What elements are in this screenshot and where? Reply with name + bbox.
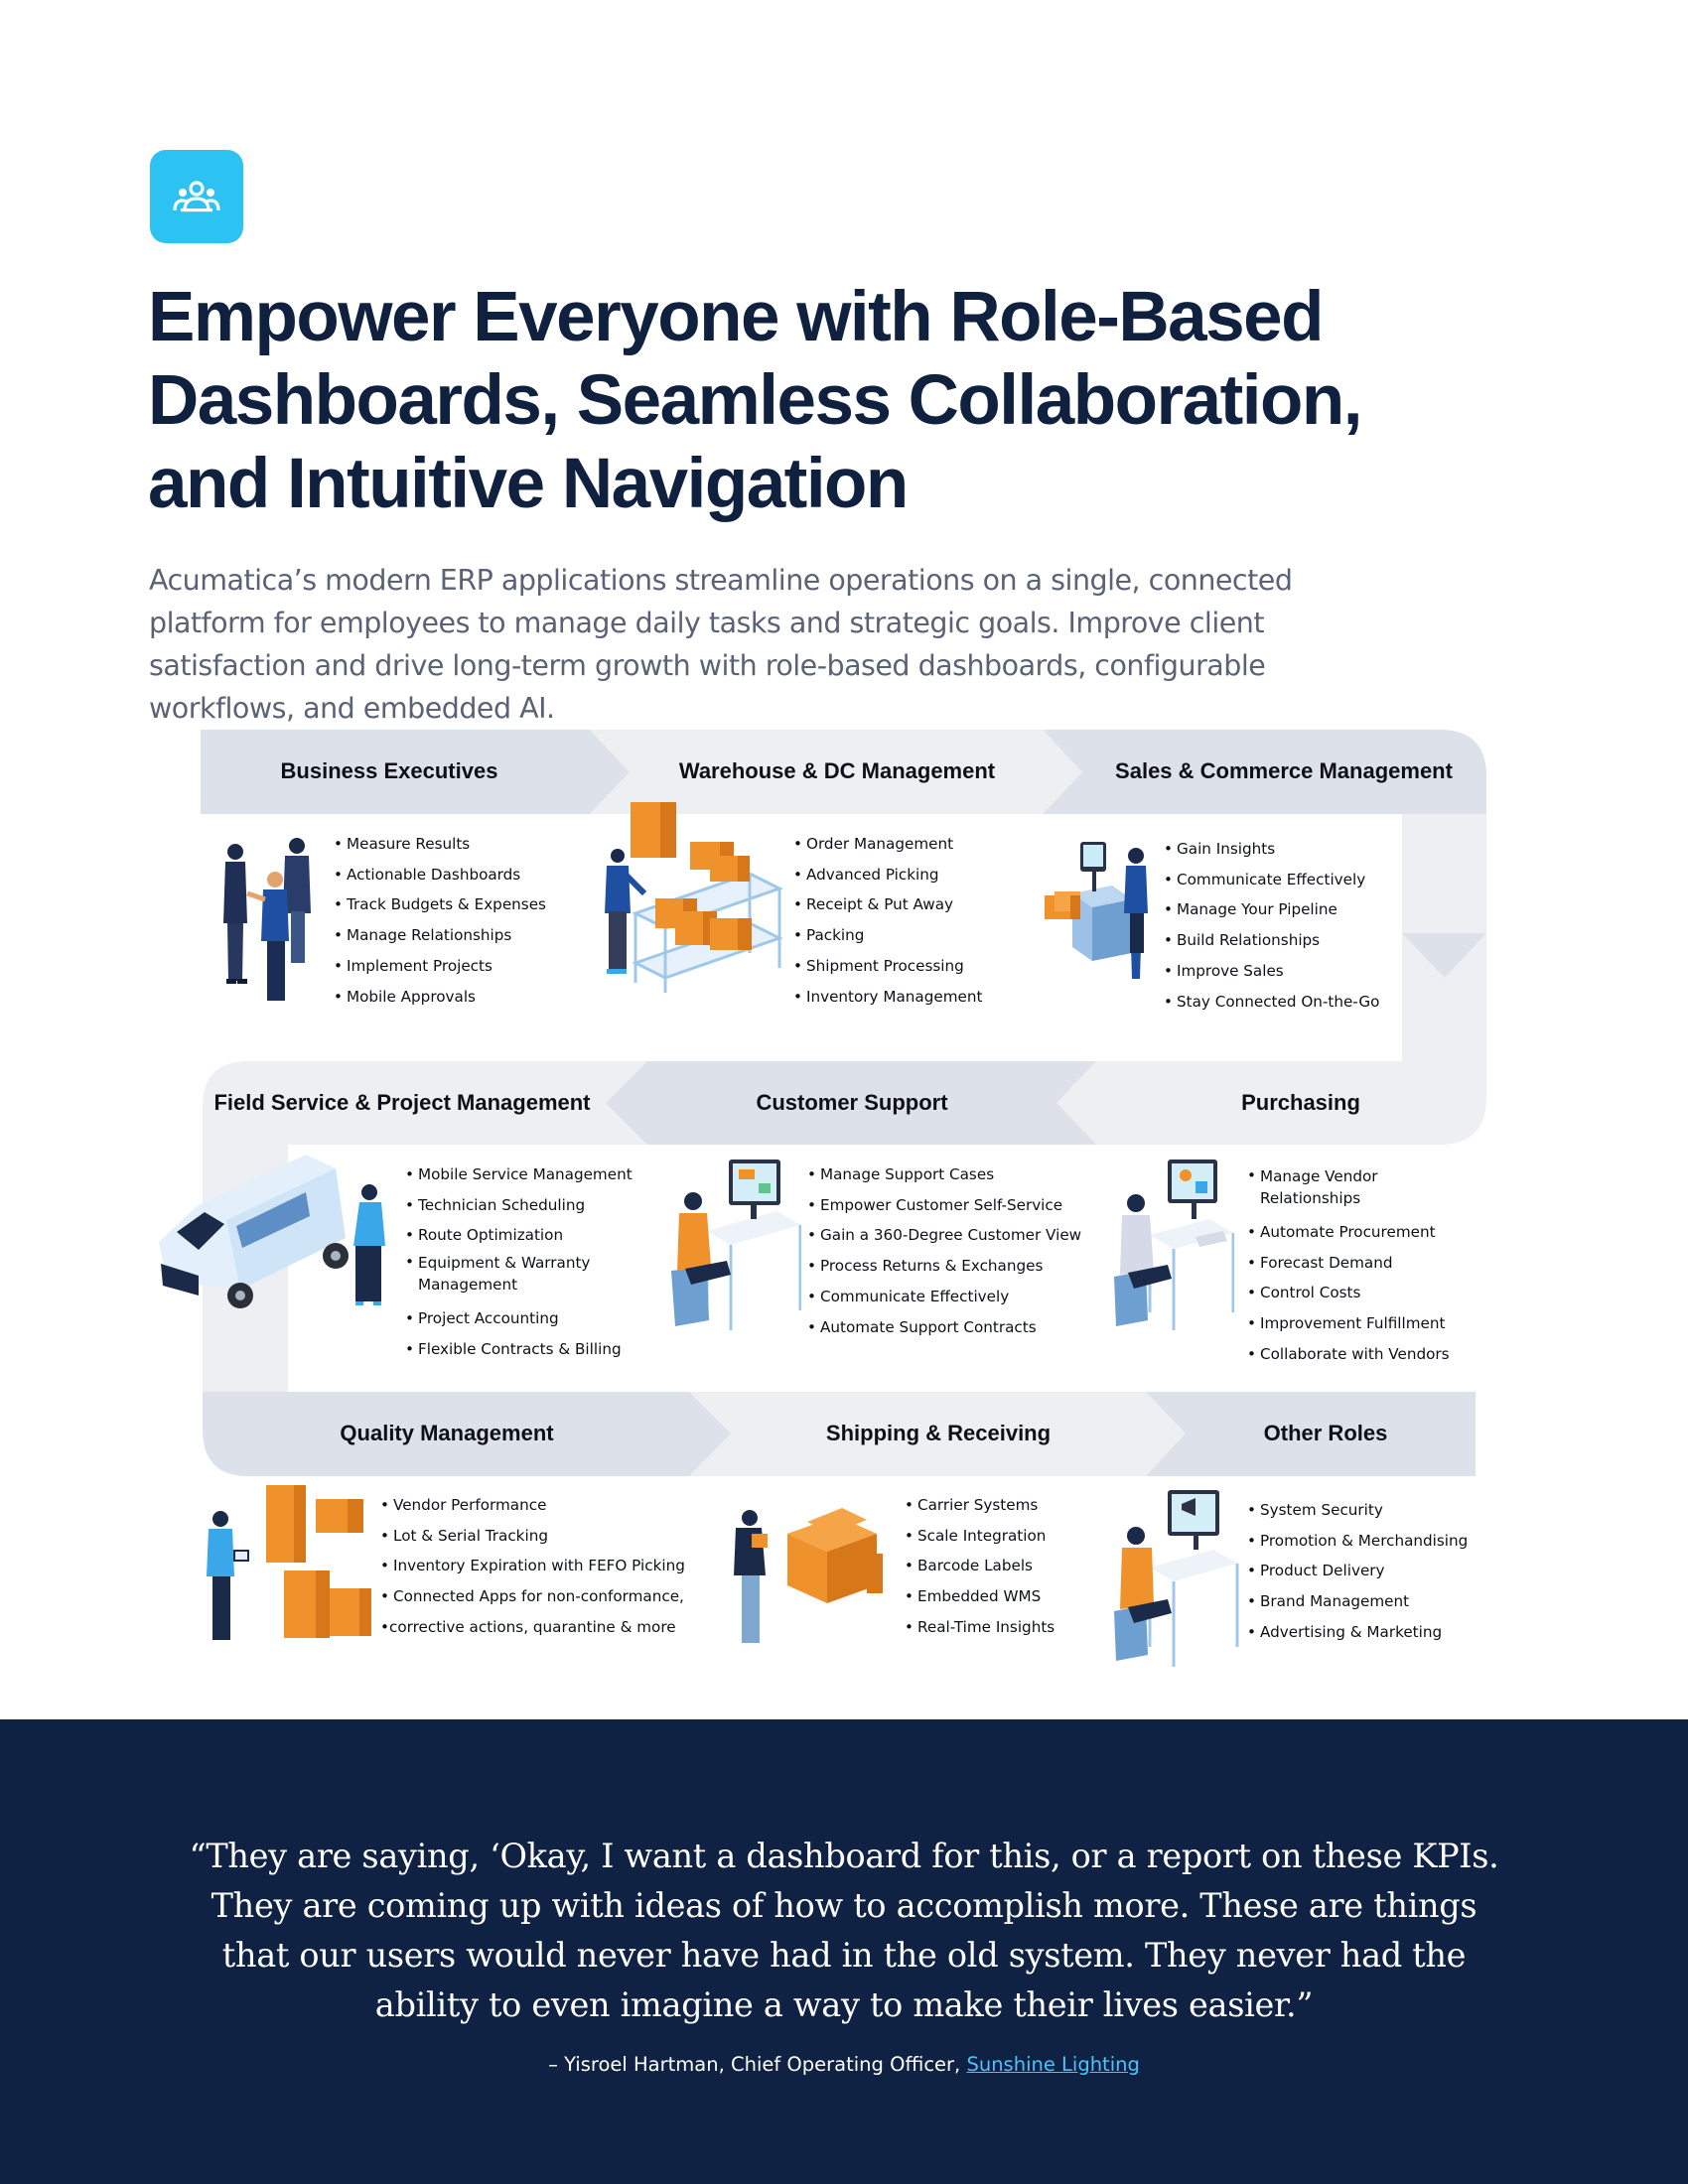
role-bullets-purchasing: Manage Vendor Relationships Automate Pro… <box>1247 1164 1476 1370</box>
role-title-purchasing: Purchasing <box>1241 1090 1360 1115</box>
list-item: Barcode Labels <box>905 1551 1055 1581</box>
list-item: Manage Support Cases <box>807 1160 1081 1190</box>
list-item: Advanced Picking <box>793 860 982 890</box>
list-item: Automate Support Contracts <box>807 1312 1081 1343</box>
executives-handshake-illustration <box>223 838 311 1001</box>
list-item: Build Relationships <box>1164 925 1379 956</box>
sales-kiosk-illustration <box>1045 842 1148 979</box>
list-item: Promotion & Merchandising <box>1247 1526 1468 1557</box>
list-item: Embedded WMS <box>905 1581 1055 1612</box>
list-item: Control Costs <box>1247 1278 1476 1308</box>
role-bullets-shipping: Carrier Systems Scale Integration Barcod… <box>905 1490 1055 1643</box>
list-item: Manage Relationships <box>334 920 546 951</box>
list-item: Manage Your Pipeline <box>1164 894 1379 925</box>
list-item: Improve Sales <box>1164 956 1379 987</box>
list-item: Inventory Management <box>793 982 982 1013</box>
role-bullets-sales: Gain Insights Communicate Effectively Ma… <box>1164 834 1379 1017</box>
role-title-sales: Sales & Commerce Management <box>1115 758 1453 783</box>
list-item: Collaborate with Vendors <box>1247 1339 1476 1370</box>
shipping-boxes-illustration <box>734 1508 883 1643</box>
list-item: Mobile Approvals <box>334 982 546 1013</box>
intro-paragraph: Acumatica’s modern ERP applications stre… <box>149 564 1293 725</box>
list-item: Technician Scheduling <box>405 1190 663 1221</box>
testimonial-attribution: – Yisroel Hartman, Chief Operating Offic… <box>0 2053 1688 2076</box>
list-item: Measure Results <box>334 829 546 860</box>
list-item: Packing <box>793 920 982 951</box>
role-title-field-service: Field Service & Project Management <box>213 1090 591 1115</box>
role-bullets-warehouse: Order Management Advanced Picking Receip… <box>793 829 982 1012</box>
company-link[interactable]: Sunshine Lighting <box>966 2053 1140 2076</box>
list-item: Receipt & Put Away <box>793 889 982 920</box>
list-item: Improvement Fulfillment <box>1247 1308 1476 1339</box>
list-item: Advertising & Marketing <box>1247 1617 1468 1648</box>
list-item: Shipment Processing <box>793 951 982 982</box>
list-item: Gain a 360-Degree Customer View <box>807 1220 1081 1251</box>
list-item: Lot & Serial Tracking <box>380 1521 685 1552</box>
list-item: Manage Vendor Relationships <box>1247 1164 1396 1217</box>
role-bullets-field-service: Mobile Service Management Technician Sch… <box>405 1160 663 1365</box>
testimonial-section <box>0 1719 1688 2184</box>
list-item: Project Accounting <box>405 1303 663 1334</box>
attribution-text: – Yisroel Hartman, Chief Operating Offic… <box>548 2053 967 2076</box>
team-icon-tile <box>150 150 243 243</box>
list-item: Empower Customer Self-Service <box>807 1190 1081 1221</box>
role-title-business-executives: Business Executives <box>280 758 498 783</box>
list-item: Communicate Effectively <box>807 1282 1081 1312</box>
quality-boxes-illustration <box>207 1485 371 1640</box>
list-item: Gain Insights <box>1164 834 1379 865</box>
list-item: Mobile Service Management <box>405 1160 663 1190</box>
list-item: Vendor Performance <box>380 1490 685 1521</box>
team-icon <box>173 181 220 212</box>
list-item: Flexible Contracts & Billing <box>405 1334 663 1365</box>
role-title-warehouse: Warehouse & DC Management <box>678 758 996 783</box>
testimonial-quote: “They are saying, ‘Okay, I want a dashbo… <box>189 1837 1499 2024</box>
role-title-quality: Quality Management <box>340 1421 554 1445</box>
service-van-illustration <box>159 1155 385 1308</box>
list-item: Communicate Effectively <box>1164 865 1379 895</box>
list-item: Implement Projects <box>334 951 546 982</box>
list-item: Connected Apps for non-conformance, <box>380 1581 685 1612</box>
role-bullets-quality: Vendor Performance Lot & Serial Tracking… <box>380 1490 685 1643</box>
list-item: Order Management <box>793 829 982 860</box>
list-item: Equipment & Warranty Management <box>405 1251 604 1303</box>
role-bullets-customer-support: Manage Support Cases Empower Customer Se… <box>807 1160 1081 1342</box>
warehouse-shelves-illustration <box>605 802 783 993</box>
list-item: Product Delivery <box>1247 1556 1468 1586</box>
list-item: Route Optimization <box>405 1220 663 1251</box>
support-agent-desk-illustration <box>671 1160 801 1330</box>
list-item: corrective actions, quarantine & more <box>380 1612 685 1643</box>
list-item: Process Returns & Exchanges <box>807 1251 1081 1282</box>
list-item: Automate Procurement <box>1247 1217 1476 1248</box>
list-item: Real-Time Insights <box>905 1612 1055 1643</box>
list-item: Stay Connected On-the-Go <box>1164 987 1379 1018</box>
role-title-customer-support: Customer Support <box>756 1090 948 1115</box>
purchasing-desk-illustration <box>1114 1160 1234 1330</box>
list-item: Inventory Expiration with FEFO Picking <box>380 1551 685 1581</box>
page-title: Empower Everyone with Role-Based Dashboa… <box>148 278 1362 523</box>
role-title-other-roles: Other Roles <box>1263 1421 1388 1445</box>
list-item: Forecast Demand <box>1247 1248 1476 1279</box>
role-bullets-business-executives: Measure Results Actionable Dashboards Tr… <box>334 829 546 1012</box>
list-item: Carrier Systems <box>905 1490 1055 1521</box>
roles-infographic: Business Executives Warehouse & DC Manag… <box>0 0 1688 1719</box>
list-item: Brand Management <box>1247 1586 1468 1617</box>
list-item: Actionable Dashboards <box>334 860 546 890</box>
role-bullets-other-roles: System Security Promotion & Merchandisin… <box>1247 1495 1468 1648</box>
list-item: System Security <box>1247 1495 1468 1526</box>
list-item: Track Budgets & Expenses <box>334 889 546 920</box>
list-item: Scale Integration <box>905 1521 1055 1552</box>
role-title-shipping: Shipping & Receiving <box>825 1421 1052 1445</box>
other-roles-desk-illustration <box>1114 1490 1239 1667</box>
